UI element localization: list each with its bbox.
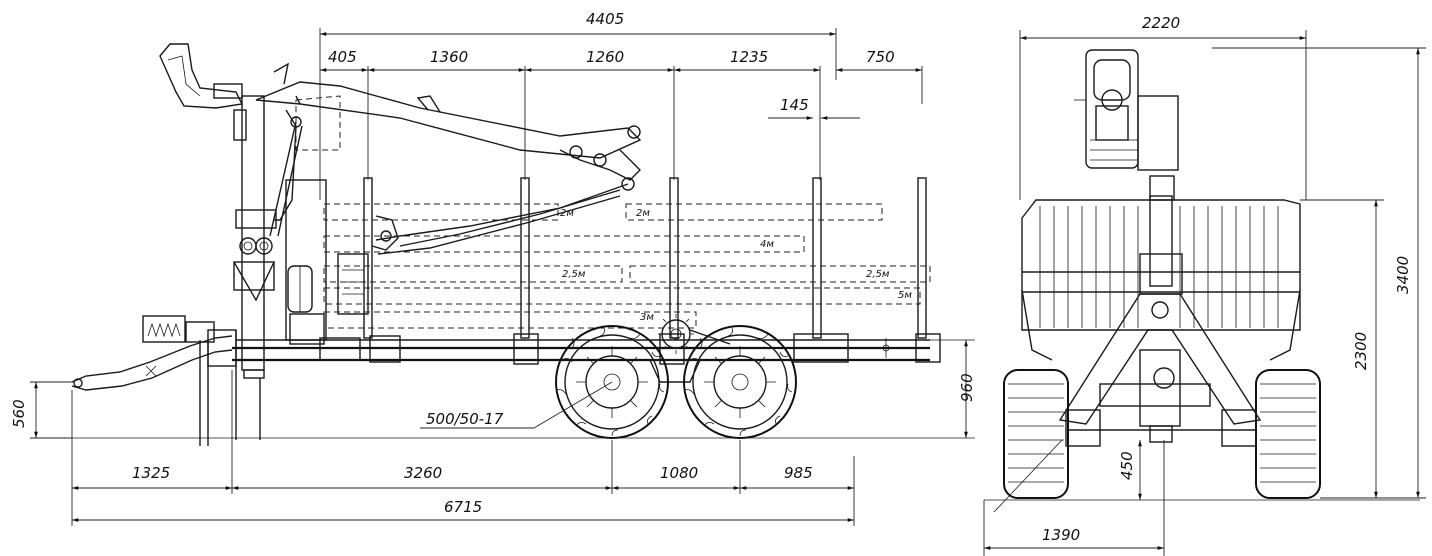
log-label-2-5m-b: 2,5м [866, 269, 890, 280]
bogie-sprocket [648, 314, 731, 383]
front-view [984, 49, 1420, 513]
dim-1235: 1235 [730, 48, 768, 66]
crane-boom [255, 62, 642, 255]
operator-seat [159, 43, 244, 109]
front-dimensions: 2220 3400 2300 450 1390 [983, 14, 1426, 556]
dim-6715: 6715 [444, 498, 482, 516]
dim-145: 145 [780, 96, 809, 114]
front-drawbar-leader [993, 439, 1063, 513]
dim-4405: 4405 [586, 10, 624, 28]
trailer-frame [232, 333, 975, 365]
front-wheel-right [1221, 369, 1321, 499]
dim-450: 450 [1118, 451, 1136, 480]
wheel-rear [683, 325, 797, 439]
dim-560: 560 [10, 399, 28, 428]
logs: 2м 2м 4м 2,5м 2,5м 5м 3м [323, 203, 931, 329]
dim-1360: 1360 [430, 48, 468, 66]
log-label-5m: 5м [898, 290, 912, 301]
log-label-2m-b: 2м [636, 208, 650, 219]
front-bunk [1021, 199, 1301, 361]
log-label-2-5m-a: 2,5м [562, 269, 586, 280]
dim-3400: 3400 [1394, 256, 1412, 294]
tire-size-label: 500/50-17 [426, 410, 504, 428]
log-label-3m: 3м [640, 312, 654, 323]
dim-1260: 1260 [586, 48, 624, 66]
dim-750: 750 [866, 48, 895, 66]
side-view: 2м 2м 4м 2,5м 2,5м 5м 3м [70, 43, 975, 446]
front-crane-column [1058, 195, 1262, 443]
dim-405: 405 [328, 48, 357, 66]
crane-column [233, 95, 277, 440]
dim-2300: 2300 [1352, 332, 1370, 370]
dim-1390: 1390 [1042, 526, 1080, 544]
dim-985: 985 [784, 464, 813, 482]
dim-960: 960 [958, 373, 976, 402]
dim-1080: 1080 [660, 464, 698, 482]
dim-2220: 2220 [1142, 14, 1180, 32]
dim-1325: 1325 [132, 464, 170, 482]
dim-3260: 3260 [404, 464, 442, 482]
drawbar [71, 315, 237, 446]
side-dimensions: 4405 405 1360 1260 1235 750 145 560 1325 [10, 10, 976, 526]
log-label-2m-a: 2м [560, 208, 574, 219]
wheel-front [555, 325, 669, 439]
front-operator-seat [1074, 49, 1179, 201]
front-wheel-left [1003, 369, 1101, 499]
log-label-4m: 4м [760, 239, 774, 250]
hydraulics [285, 179, 369, 345]
